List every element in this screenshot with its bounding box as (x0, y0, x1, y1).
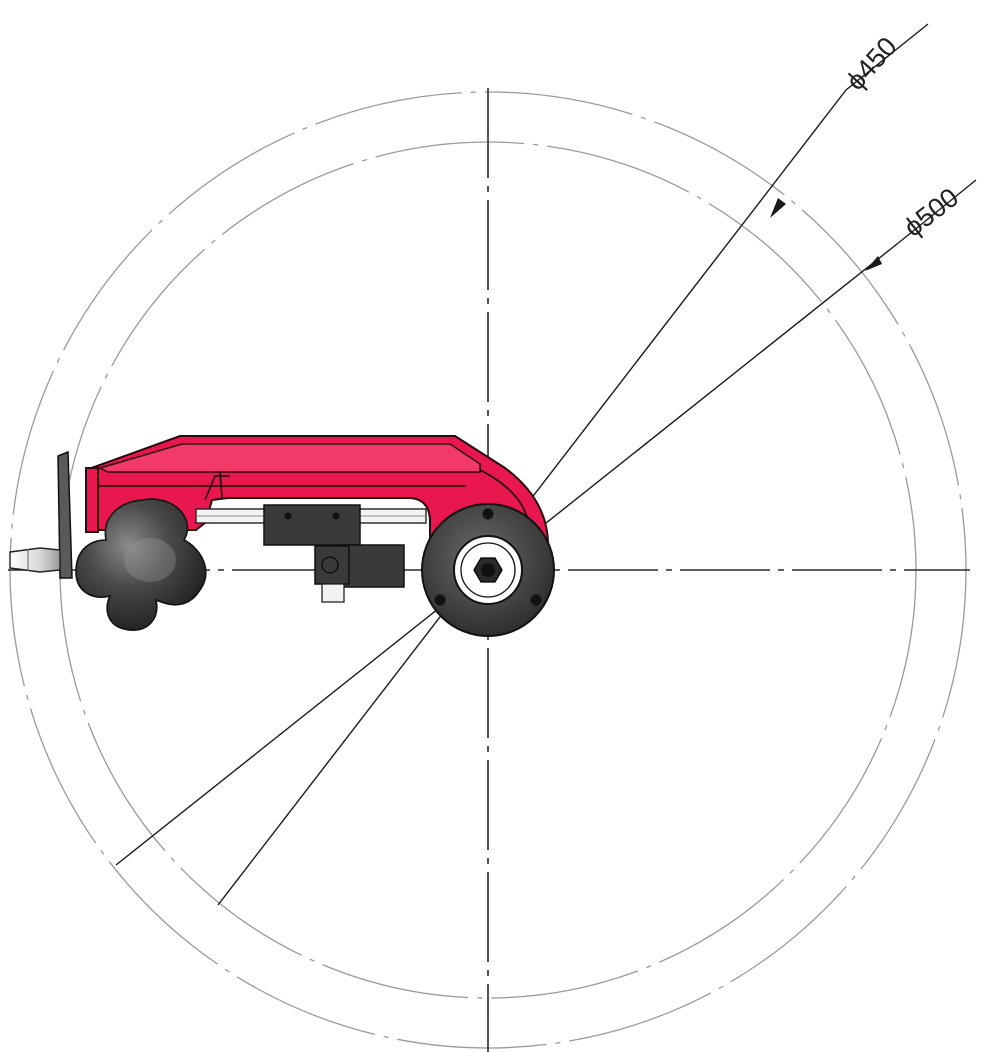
clamp-knob (75, 498, 207, 631)
slide-block (263, 504, 361, 546)
drive-wheel (421, 503, 555, 637)
motor-unit (314, 544, 405, 603)
dimension-label-500: ϕ500 (898, 182, 964, 243)
handle (9, 547, 61, 573)
left-bracket (57, 450, 99, 579)
